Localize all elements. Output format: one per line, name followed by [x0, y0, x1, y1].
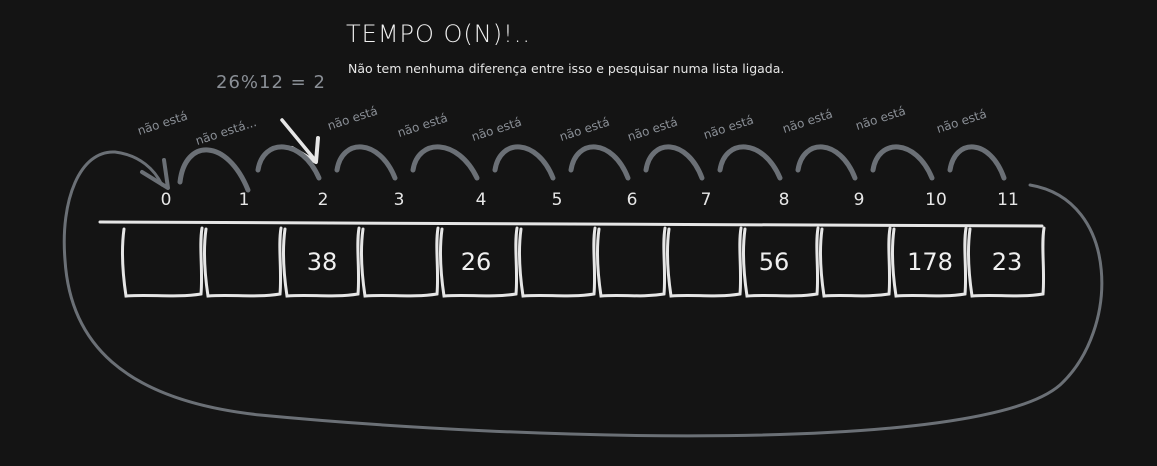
- probe-arc-6: [643, 144, 705, 181]
- probe-arc-8: [795, 144, 858, 181]
- array-baseline: [98, 220, 1044, 228]
- probe-arc-7: [717, 144, 783, 181]
- probe-arc-9: [870, 144, 935, 181]
- index-label: 8: [778, 190, 790, 210]
- index-label: 2: [317, 190, 329, 210]
- cell-value: 178: [907, 248, 953, 276]
- probe-arc-4: [492, 144, 556, 181]
- index-label: 6: [626, 190, 638, 210]
- array-cell-7: [666, 226, 743, 298]
- array-cell-4: [439, 226, 519, 298]
- index-label: 0: [160, 190, 172, 210]
- array-cell-11: [967, 226, 1046, 298]
- cell-value: 38: [306, 248, 338, 276]
- page-subtitle: Não tem nenhuma diferença entre isso e p…: [348, 61, 785, 76]
- probe-arc-3: [410, 144, 480, 181]
- hash-calculation: 26%12 = 2: [216, 72, 326, 93]
- probe-arc-2: [334, 144, 398, 181]
- wraparound-loop-arrow: [62, 150, 1104, 438]
- index-label: 7: [700, 190, 712, 210]
- hash-pointer-arrow: [280, 118, 317, 162]
- probe-arc-1: [255, 144, 322, 181]
- array-cell-2: [282, 226, 361, 298]
- index-label: 5: [551, 190, 563, 210]
- array-cell-5: [518, 226, 597, 298]
- cell-value: 23: [991, 248, 1023, 276]
- wraparound-arrowhead: [140, 158, 170, 190]
- array-cell-0: [121, 226, 204, 298]
- array-cell-10: [891, 226, 968, 298]
- array-cell-6: [596, 226, 667, 298]
- array-cell-3: [360, 226, 440, 298]
- page-title: TEMPO O(N)!..: [346, 20, 531, 48]
- index-label: 9: [853, 190, 865, 210]
- cell-value: 56: [758, 248, 790, 276]
- index-label: 1: [238, 190, 250, 210]
- index-label: 10: [925, 190, 947, 210]
- probe-arc-0: [177, 147, 251, 193]
- index-label: 3: [393, 190, 405, 210]
- array-cell-8: [742, 226, 820, 298]
- index-label: 11: [997, 190, 1019, 210]
- array-cell-1: [203, 226, 283, 298]
- index-label: 4: [475, 190, 487, 210]
- array-cell-9: [819, 226, 892, 298]
- probe-arc-5: [568, 144, 631, 181]
- probe-arc-10: [947, 144, 1007, 181]
- cell-value: 26: [460, 248, 492, 276]
